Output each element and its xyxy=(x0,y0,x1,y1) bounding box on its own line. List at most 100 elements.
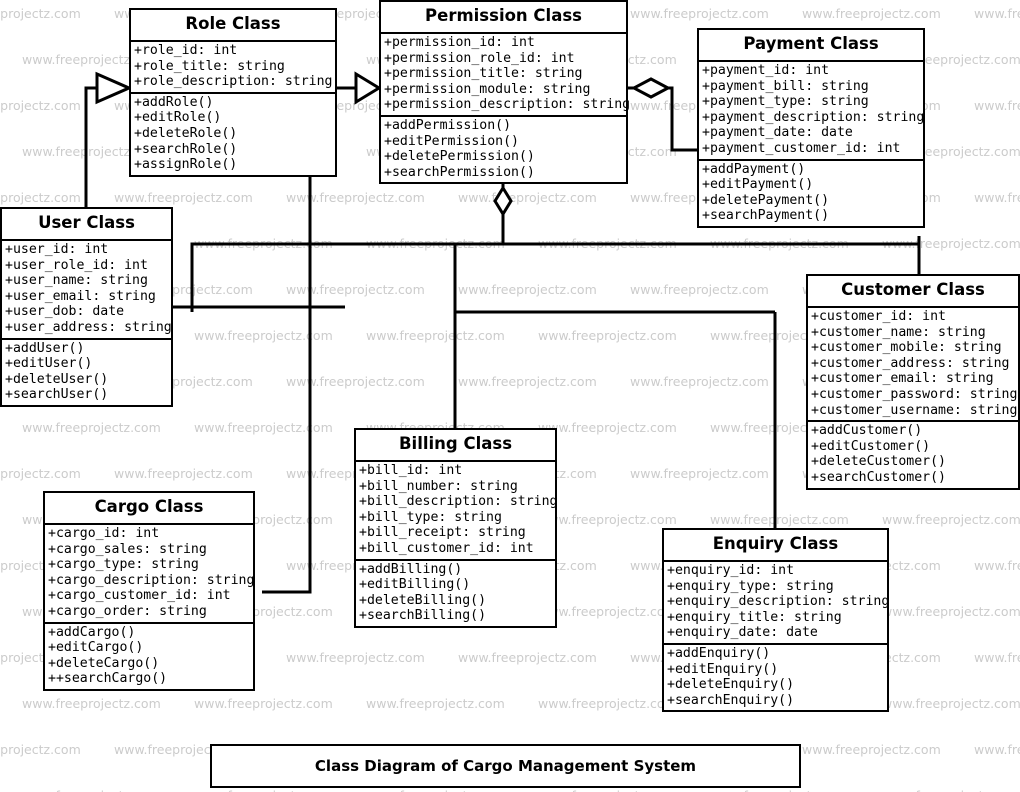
watermark-text: www.freeprojectz.com xyxy=(286,282,425,297)
class-method-row: +deletePermission() xyxy=(384,149,535,165)
class-method-row: +editCustomer() xyxy=(811,438,931,454)
class-attributes-permission: +permission_id: int+permission_role_id: … xyxy=(381,34,630,117)
class-attribute-row: +payment_date: date xyxy=(702,125,853,141)
class-box-billing[interactable]: Billing Class +bill_id: int+bill_number:… xyxy=(354,428,558,628)
watermark-text: www.freeprojectz.com xyxy=(974,742,1020,757)
watermark-text: www.freeprojectz.com xyxy=(802,742,941,757)
watermark-text: www.freeprojectz.com xyxy=(286,190,425,205)
class-method-row: +searchCustomer() xyxy=(811,469,946,485)
watermark-text: www.freeprojectz.com xyxy=(194,236,333,251)
watermark-text: www.freeprojectz.com xyxy=(538,420,677,435)
class-attribute-row: +customer_password: string xyxy=(811,386,1018,402)
class-methods-enquiry: +addEnquiry()+editEnquiry()+deleteEnquir… xyxy=(664,645,887,710)
watermark-text: www.freeprojectz.com xyxy=(882,236,1020,251)
class-attribute-row: +customer_address: string xyxy=(811,355,1010,371)
class-method-row: +deleteCargo() xyxy=(48,655,160,671)
class-method-row: +deleteRole() xyxy=(134,125,238,141)
watermark-text: www.freeprojectz.com xyxy=(538,328,677,343)
class-box-customer[interactable]: Customer Class +customer_id: int+custome… xyxy=(806,274,1020,490)
class-attribute-row: +enquiry_description: string xyxy=(667,594,890,610)
class-method-row: +editPayment() xyxy=(702,177,814,193)
watermark-text: www.freeprojectz.com xyxy=(974,650,1020,665)
class-attributes-customer: +customer_id: int+customer_name: string+… xyxy=(808,308,1018,423)
watermark-text: www.freeprojectz.com xyxy=(194,420,333,435)
class-title-payment: Payment Class xyxy=(699,30,923,62)
watermark-text: www.freeprojectz.com xyxy=(0,98,81,113)
class-attribute-row: +user_address: string xyxy=(5,319,172,335)
class-title-billing: Billing Class xyxy=(356,430,555,462)
class-title-role: Role Class xyxy=(131,10,335,42)
class-attribute-row: +payment_bill: string xyxy=(702,78,869,94)
class-attribute-row: +bill_receipt: string xyxy=(359,525,526,541)
class-attribute-row: +payment_id: int xyxy=(702,62,830,78)
watermark-text: www.freeprojectz.com xyxy=(710,788,849,792)
class-method-row: ++searchCargo() xyxy=(48,671,168,687)
class-attribute-row: +permission_title: string xyxy=(384,66,583,82)
class-method-row: +editRole() xyxy=(134,110,222,126)
arrowhead-role-permission-icon xyxy=(354,71,382,105)
watermark-text: www.freeprojectz.com xyxy=(538,236,677,251)
class-methods-payment: +addPayment()+editPayment()+deletePaymen… xyxy=(699,161,923,226)
diamond-permission-payment-icon xyxy=(630,77,672,99)
watermark-text: www.freeprojectz.com xyxy=(974,98,1020,113)
connector-permission-left-trunk xyxy=(190,214,505,312)
connector-user-role xyxy=(84,86,97,207)
class-attribute-row: +cargo_description: string xyxy=(48,572,255,588)
watermark-text: www.freeprojectz.com xyxy=(882,696,1020,711)
class-attribute-row: +permission_module: string xyxy=(384,81,591,97)
watermark-text: www.freeprojectz.com xyxy=(882,512,1020,527)
class-method-row: +addBilling() xyxy=(359,561,463,577)
class-attribute-row: +enquiry_id: int xyxy=(667,562,795,578)
class-title-cargo: Cargo Class xyxy=(45,493,253,525)
class-box-payment[interactable]: Payment Class +payment_id: int+payment_b… xyxy=(697,28,925,228)
class-attributes-cargo: +cargo_id: int+cargo_sales: string+cargo… xyxy=(45,525,255,624)
class-method-row: +addPermission() xyxy=(384,117,512,133)
diagram-caption-box: Class Diagram of Cargo Management System xyxy=(210,744,801,788)
class-title-permission: Permission Class xyxy=(381,2,626,34)
connector-role-cargo xyxy=(262,160,312,594)
watermark-text: www.freeprojectz.com xyxy=(0,742,81,757)
class-box-enquiry[interactable]: Enquiry Class +enquiry_id: int+enquiry_t… xyxy=(662,528,890,713)
class-attribute-row: +bill_id: int xyxy=(359,462,463,478)
class-title-customer: Customer Class xyxy=(808,276,1018,308)
class-attribute-row: +cargo_id: int xyxy=(48,525,160,541)
watermark-text: www.freeprojectz.com xyxy=(538,512,677,527)
class-attribute-row: +cargo_type: string xyxy=(48,557,199,573)
class-attributes-user: +user_id: int+user_role_id: int+user_nam… xyxy=(2,241,172,340)
class-method-row: +addUser() xyxy=(5,340,85,356)
class-box-role[interactable]: Role Class +role_id: int+role_title: str… xyxy=(129,8,337,177)
class-box-cargo[interactable]: Cargo Class +cargo_id: int+cargo_sales: … xyxy=(43,491,255,691)
class-box-user[interactable]: User Class +user_id: int+user_role_id: i… xyxy=(0,207,173,407)
watermark-text: www.freeprojectz.com xyxy=(194,788,333,792)
class-methods-permission: +addPermission()+editPermission()+delete… xyxy=(381,117,626,182)
class-methods-role: +addRole()+editRole()+deleteRole()+searc… xyxy=(131,94,335,175)
connector-permission-payment xyxy=(668,86,697,152)
class-method-row: +searchEnquiry() xyxy=(667,692,795,708)
class-method-row: +searchBilling() xyxy=(359,608,487,624)
class-method-row: +assignRole() xyxy=(134,157,238,173)
watermark-text: www.freeprojectz.com xyxy=(286,650,425,665)
class-attribute-row: +enquiry_date: date xyxy=(667,625,818,641)
class-method-row: +searchPermission() xyxy=(384,164,535,180)
class-method-row: +addCargo() xyxy=(48,624,136,640)
connector-permission-customer xyxy=(503,236,921,246)
class-method-row: +deleteCustomer() xyxy=(811,454,946,470)
watermark-text: www.freeprojectz.com xyxy=(366,696,505,711)
class-box-permission[interactable]: Permission Class +permission_id: int+per… xyxy=(379,0,630,185)
watermark-text: www.freeprojectz.com xyxy=(882,788,1020,792)
watermark-text: www.freeprojectz.com xyxy=(630,282,769,297)
class-methods-billing: +addBilling()+editBilling()+deleteBillin… xyxy=(356,561,555,626)
class-attribute-row: +user_dob: date xyxy=(5,304,125,320)
class-attribute-row: +user_role_id: int xyxy=(5,257,148,273)
class-method-row: +addEnquiry() xyxy=(667,645,771,661)
class-method-row: +addRole() xyxy=(134,94,214,110)
class-attributes-role: +role_id: int+role_title: string+role_de… xyxy=(131,42,335,94)
class-attribute-row: +payment_customer_id: int xyxy=(702,140,901,156)
watermark-text: www.freeprojectz.com xyxy=(22,420,161,435)
class-attribute-row: +enquiry_type: string xyxy=(667,578,834,594)
watermark-text: www.freeprojectz.com xyxy=(458,650,597,665)
watermark-text: www.freeprojectz.com xyxy=(630,6,769,21)
watermark-text: www.freeprojectz.com xyxy=(366,788,505,792)
diagram-caption-text: Class Diagram of Cargo Management System xyxy=(314,757,697,775)
